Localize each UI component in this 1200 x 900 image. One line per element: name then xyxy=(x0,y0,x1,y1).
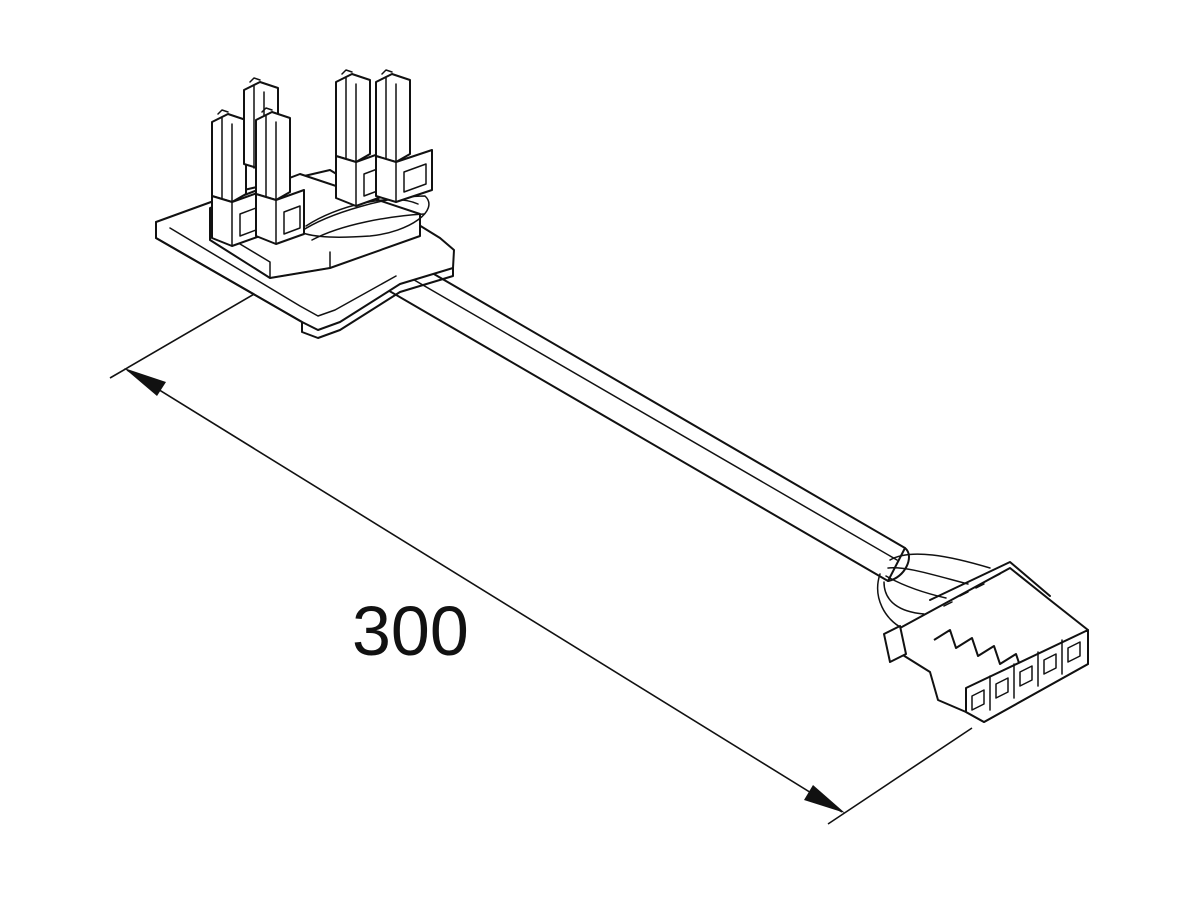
terminal-1 xyxy=(211,113,247,203)
terminal-group-right xyxy=(335,69,433,207)
terminal-4-detail xyxy=(341,69,357,163)
dimension-length-label: 300 xyxy=(352,592,469,670)
terminal-3-detail xyxy=(261,107,277,201)
connector-ridge xyxy=(929,561,1051,601)
terminal-3-housing xyxy=(255,189,305,245)
fanout-wire-4 xyxy=(883,581,925,615)
terminal-5-housing-detail xyxy=(395,161,427,203)
wire-bundle-3 xyxy=(311,213,425,241)
terminal-4 xyxy=(335,73,371,163)
fanout-wire-1 xyxy=(889,553,991,569)
terminal-5 xyxy=(375,73,411,163)
terminal-1-housing xyxy=(211,191,261,247)
arrowhead-right xyxy=(804,785,845,813)
dimension-line xyxy=(126,369,843,813)
terminal-3-housing-detail xyxy=(275,199,301,245)
base-plate-inner-edge xyxy=(169,227,397,317)
base-plate-edge xyxy=(155,221,454,339)
terminal-5-detail xyxy=(381,69,397,163)
connector-cells xyxy=(971,641,1081,711)
cable-inner-line xyxy=(365,251,898,561)
fanout-wire-2 xyxy=(887,566,969,585)
extension-line-right xyxy=(827,727,973,825)
terminal-3 xyxy=(255,111,291,201)
connector-front-face xyxy=(965,629,1089,723)
connector-side-tab xyxy=(883,625,907,663)
arrowhead-left xyxy=(124,368,166,396)
dimension-group xyxy=(109,285,973,825)
connector-cell-dividers xyxy=(989,639,1063,711)
end-connector xyxy=(876,553,1089,723)
fanout-wire-5 xyxy=(876,573,903,629)
wire-bundle-1 xyxy=(299,195,430,238)
connector-pins xyxy=(943,573,1001,607)
terminal-1-detail xyxy=(217,109,233,203)
terminal-group-left xyxy=(211,77,305,247)
cable-body xyxy=(354,237,906,582)
extension-line-left xyxy=(109,285,269,379)
